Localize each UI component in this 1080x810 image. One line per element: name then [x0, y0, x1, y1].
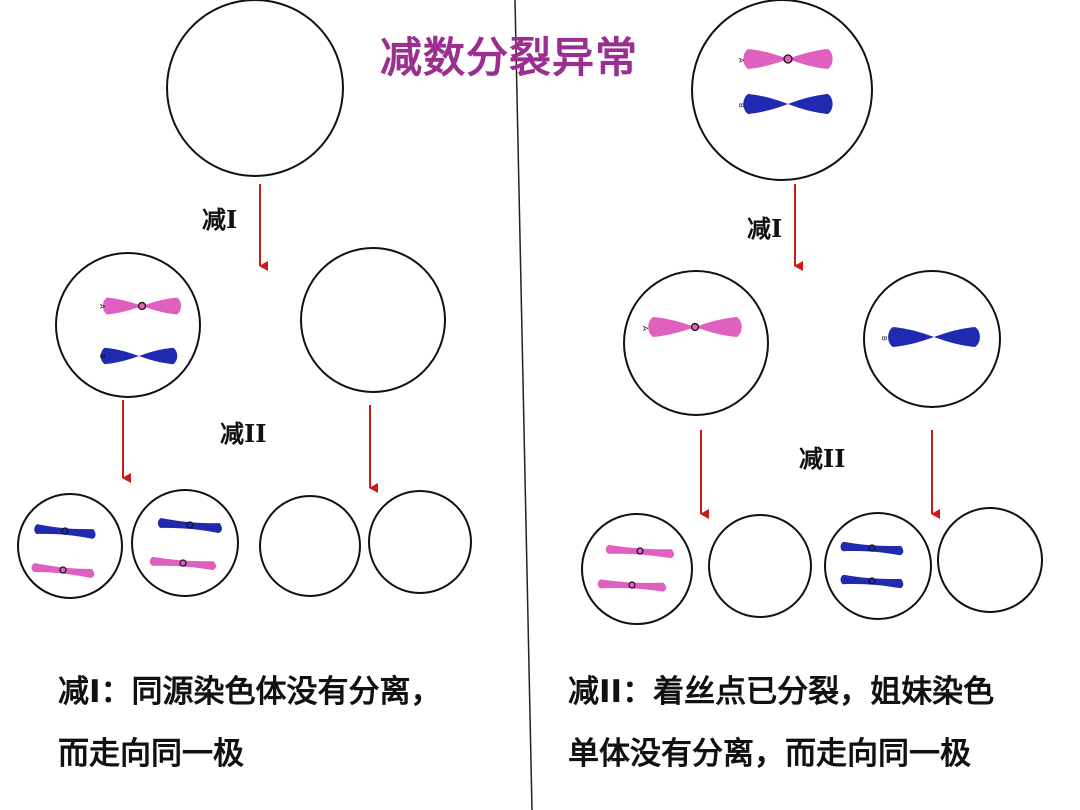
left-daughter1-chromosome-b	[100, 347, 178, 365]
page-title: 减数分裂异常	[380, 33, 639, 82]
left-daughter1-label-b: B	[98, 354, 105, 359]
left-gamete2-centromere-b	[186, 521, 194, 529]
right-gamete3-centromere-b2	[868, 577, 876, 585]
left-gamete-3	[259, 495, 361, 597]
panel-divider	[514, 0, 533, 810]
left-caption-line1: 减I：同源染色体没有分离，	[58, 674, 442, 710]
right-gamete-2	[708, 514, 812, 618]
right-gamete3-centromere-b1	[868, 544, 876, 552]
right-stage2-label: 减II	[799, 444, 846, 473]
left-stage2-label: 减II	[220, 419, 267, 448]
left-stage1-label: 减I	[202, 205, 238, 234]
right-gamete-1	[581, 513, 693, 625]
right-parent-cell	[691, 0, 873, 181]
right-daughter-cell-1	[623, 270, 769, 416]
left-gamete1-centromere-b	[61, 527, 69, 535]
right-daughter1-label-a: A	[641, 326, 648, 331]
left-gamete2-centromere-a	[179, 559, 187, 567]
left-daughter-cell-1	[55, 252, 201, 398]
left-gamete-1	[17, 493, 123, 599]
left-daughter1-label-a: A	[98, 304, 105, 309]
right-gamete1-centromere-a1	[636, 547, 644, 555]
left-caption-line2: 而走向同一极	[58, 736, 244, 772]
left-gamete-2	[131, 489, 239, 597]
right-gamete-4	[937, 507, 1043, 613]
right-parent-centromere-a	[783, 54, 793, 64]
right-parent-chromosome-b	[743, 94, 833, 114]
right-parent-label-b: B	[737, 103, 744, 108]
right-stage1-label: 减I	[747, 214, 783, 243]
right-daughter2-label-b: B	[880, 336, 887, 341]
right-gamete-3	[824, 512, 932, 620]
right-parent-label-a: A	[737, 58, 744, 63]
right-gamete1-centromere-a2	[628, 581, 636, 589]
left-gamete1-centromere-a	[59, 566, 67, 574]
right-caption-line1: 减II：着丝点已分裂，姐妹染色	[568, 674, 995, 710]
left-gamete-4	[368, 490, 472, 594]
right-daughter2-chromosome-b	[888, 327, 980, 347]
right-daughter-cell-2	[863, 270, 1001, 408]
right-daughter1-centromere-a	[690, 322, 700, 332]
right-caption-line2: 单体没有分离，而走向同一极	[568, 736, 971, 772]
left-parent-cell	[166, 0, 344, 177]
left-daughter1-centromere-a	[137, 301, 147, 311]
left-daughter-cell-2	[300, 247, 446, 393]
